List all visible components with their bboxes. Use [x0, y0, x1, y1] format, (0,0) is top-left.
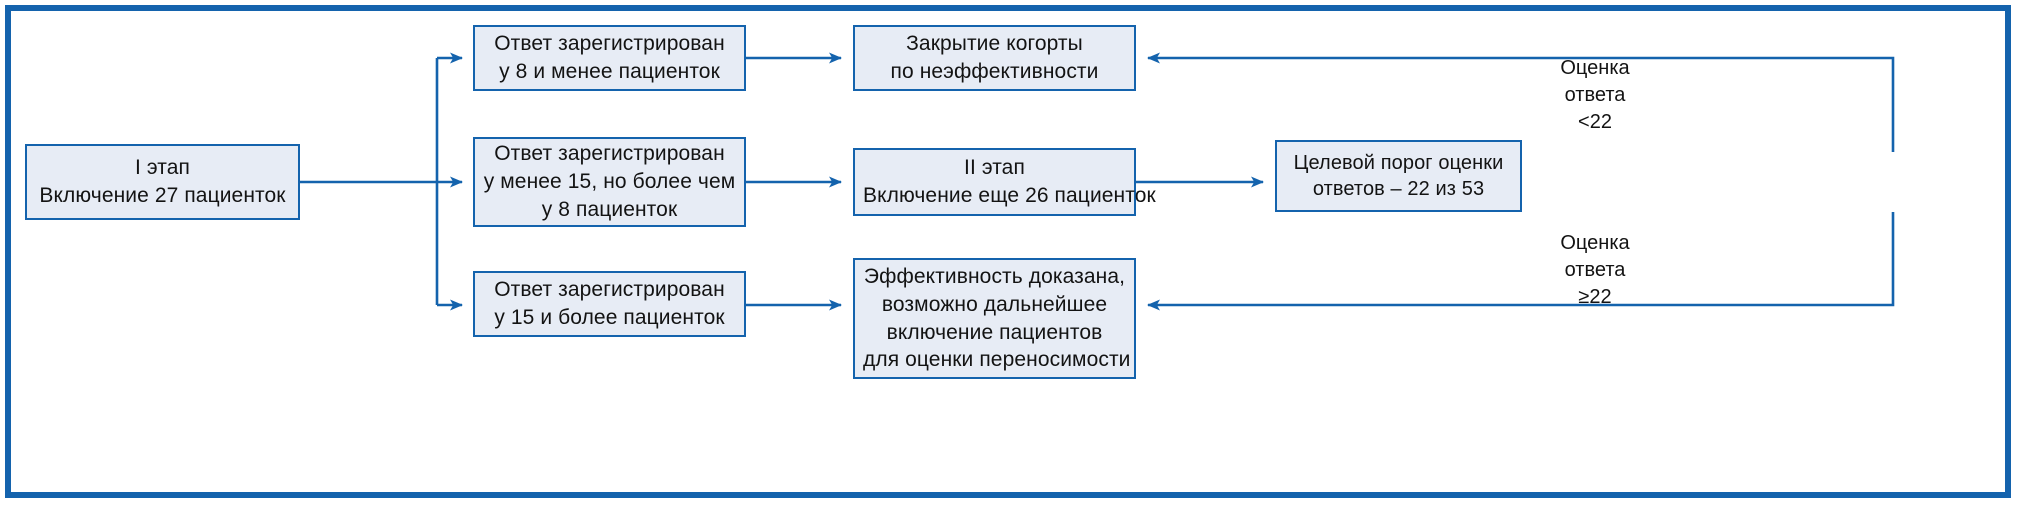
edge-label-score-ge22-line-1: Оценка [1560, 232, 1630, 254]
node-response-le8[interactable]: Ответ зарегистрирован у 8 и менее пациен… [473, 25, 746, 91]
edge-label-score-lt22: Оценка ответа <22 [1535, 55, 1655, 136]
node-stage2[interactable]: II этап Включение еще 26 пациенток [853, 148, 1156, 216]
node-stage2-line-2: Включение еще 26 пациенток [863, 184, 1156, 207]
node-cohort-closed[interactable]: Закрытие когорты по неэффективности [853, 25, 1136, 91]
node-response-ge15-line-2: у 15 и более пациенток [494, 306, 725, 329]
node-efficacy-proven-line-1: Эффективность доказана, [863, 265, 1126, 289]
node-stage1-line-1: I этап [135, 156, 190, 180]
edge-label-score-ge22-line-3: ≥22 [1578, 286, 1612, 308]
node-response-le8-line-1: Ответ зарегистрирован [494, 32, 725, 56]
edge-threshold-ge22-to-efficacy [1147, 224, 1895, 311]
node-response-mid-line-1: Ответ зарегистрирован [494, 142, 725, 166]
node-stage2-line-1: II этап [964, 156, 1025, 180]
node-efficacy-proven-line-4: для оценки переносимости [863, 348, 1131, 372]
node-efficacy-proven-line-2: возможно дальнейшее [881, 292, 1108, 316]
node-stage1-line-2: Включение 27 пациенток [39, 184, 286, 207]
node-response-ge15[interactable]: Ответ зарегистрирован у 15 и более пацие… [473, 271, 746, 337]
edge-label-score-ge22: Оценка ответа ≥22 [1535, 230, 1655, 311]
edge-label-score-lt22-line-1: Оценка [1560, 57, 1630, 79]
node-target-threshold-line-1: Целевой порог оценки [1293, 151, 1504, 174]
node-stage1[interactable]: I этап Включение 27 пациенток [25, 144, 300, 220]
node-response-le8-line-2: у 8 и менее пациенток [499, 60, 720, 83]
edge-label-score-lt22-line-3: <22 [1578, 111, 1612, 133]
edge-label-score-ge22-line-2: ответа [1564, 259, 1626, 281]
node-response-mid-line-3: у 8 пациенток [541, 197, 678, 221]
node-cohort-closed-line-2: по неэффективности [890, 60, 1099, 83]
edge-label-score-lt22-line-2: ответа [1564, 84, 1626, 106]
node-response-mid-line-2: у менее 15, но более чем [483, 170, 736, 194]
node-target-threshold[interactable]: Целевой порог оценки ответов – 22 из 53 [1275, 140, 1522, 212]
node-cohort-closed-line-1: Закрытие когорты [906, 32, 1083, 56]
edge-threshold-lt22-to-cohort-closed [1147, 52, 1895, 140]
node-response-ge15-line-1: Ответ зарегистрирован [494, 278, 725, 302]
node-efficacy-proven[interactable]: Эффективность доказана, возможно дальней… [853, 258, 1136, 379]
node-efficacy-proven-line-3: включение пациентов [886, 320, 1103, 344]
node-target-threshold-line-2: ответов – 22 из 53 [1312, 178, 1485, 200]
node-response-mid[interactable]: Ответ зарегистрирован у менее 15, но бол… [473, 137, 746, 227]
